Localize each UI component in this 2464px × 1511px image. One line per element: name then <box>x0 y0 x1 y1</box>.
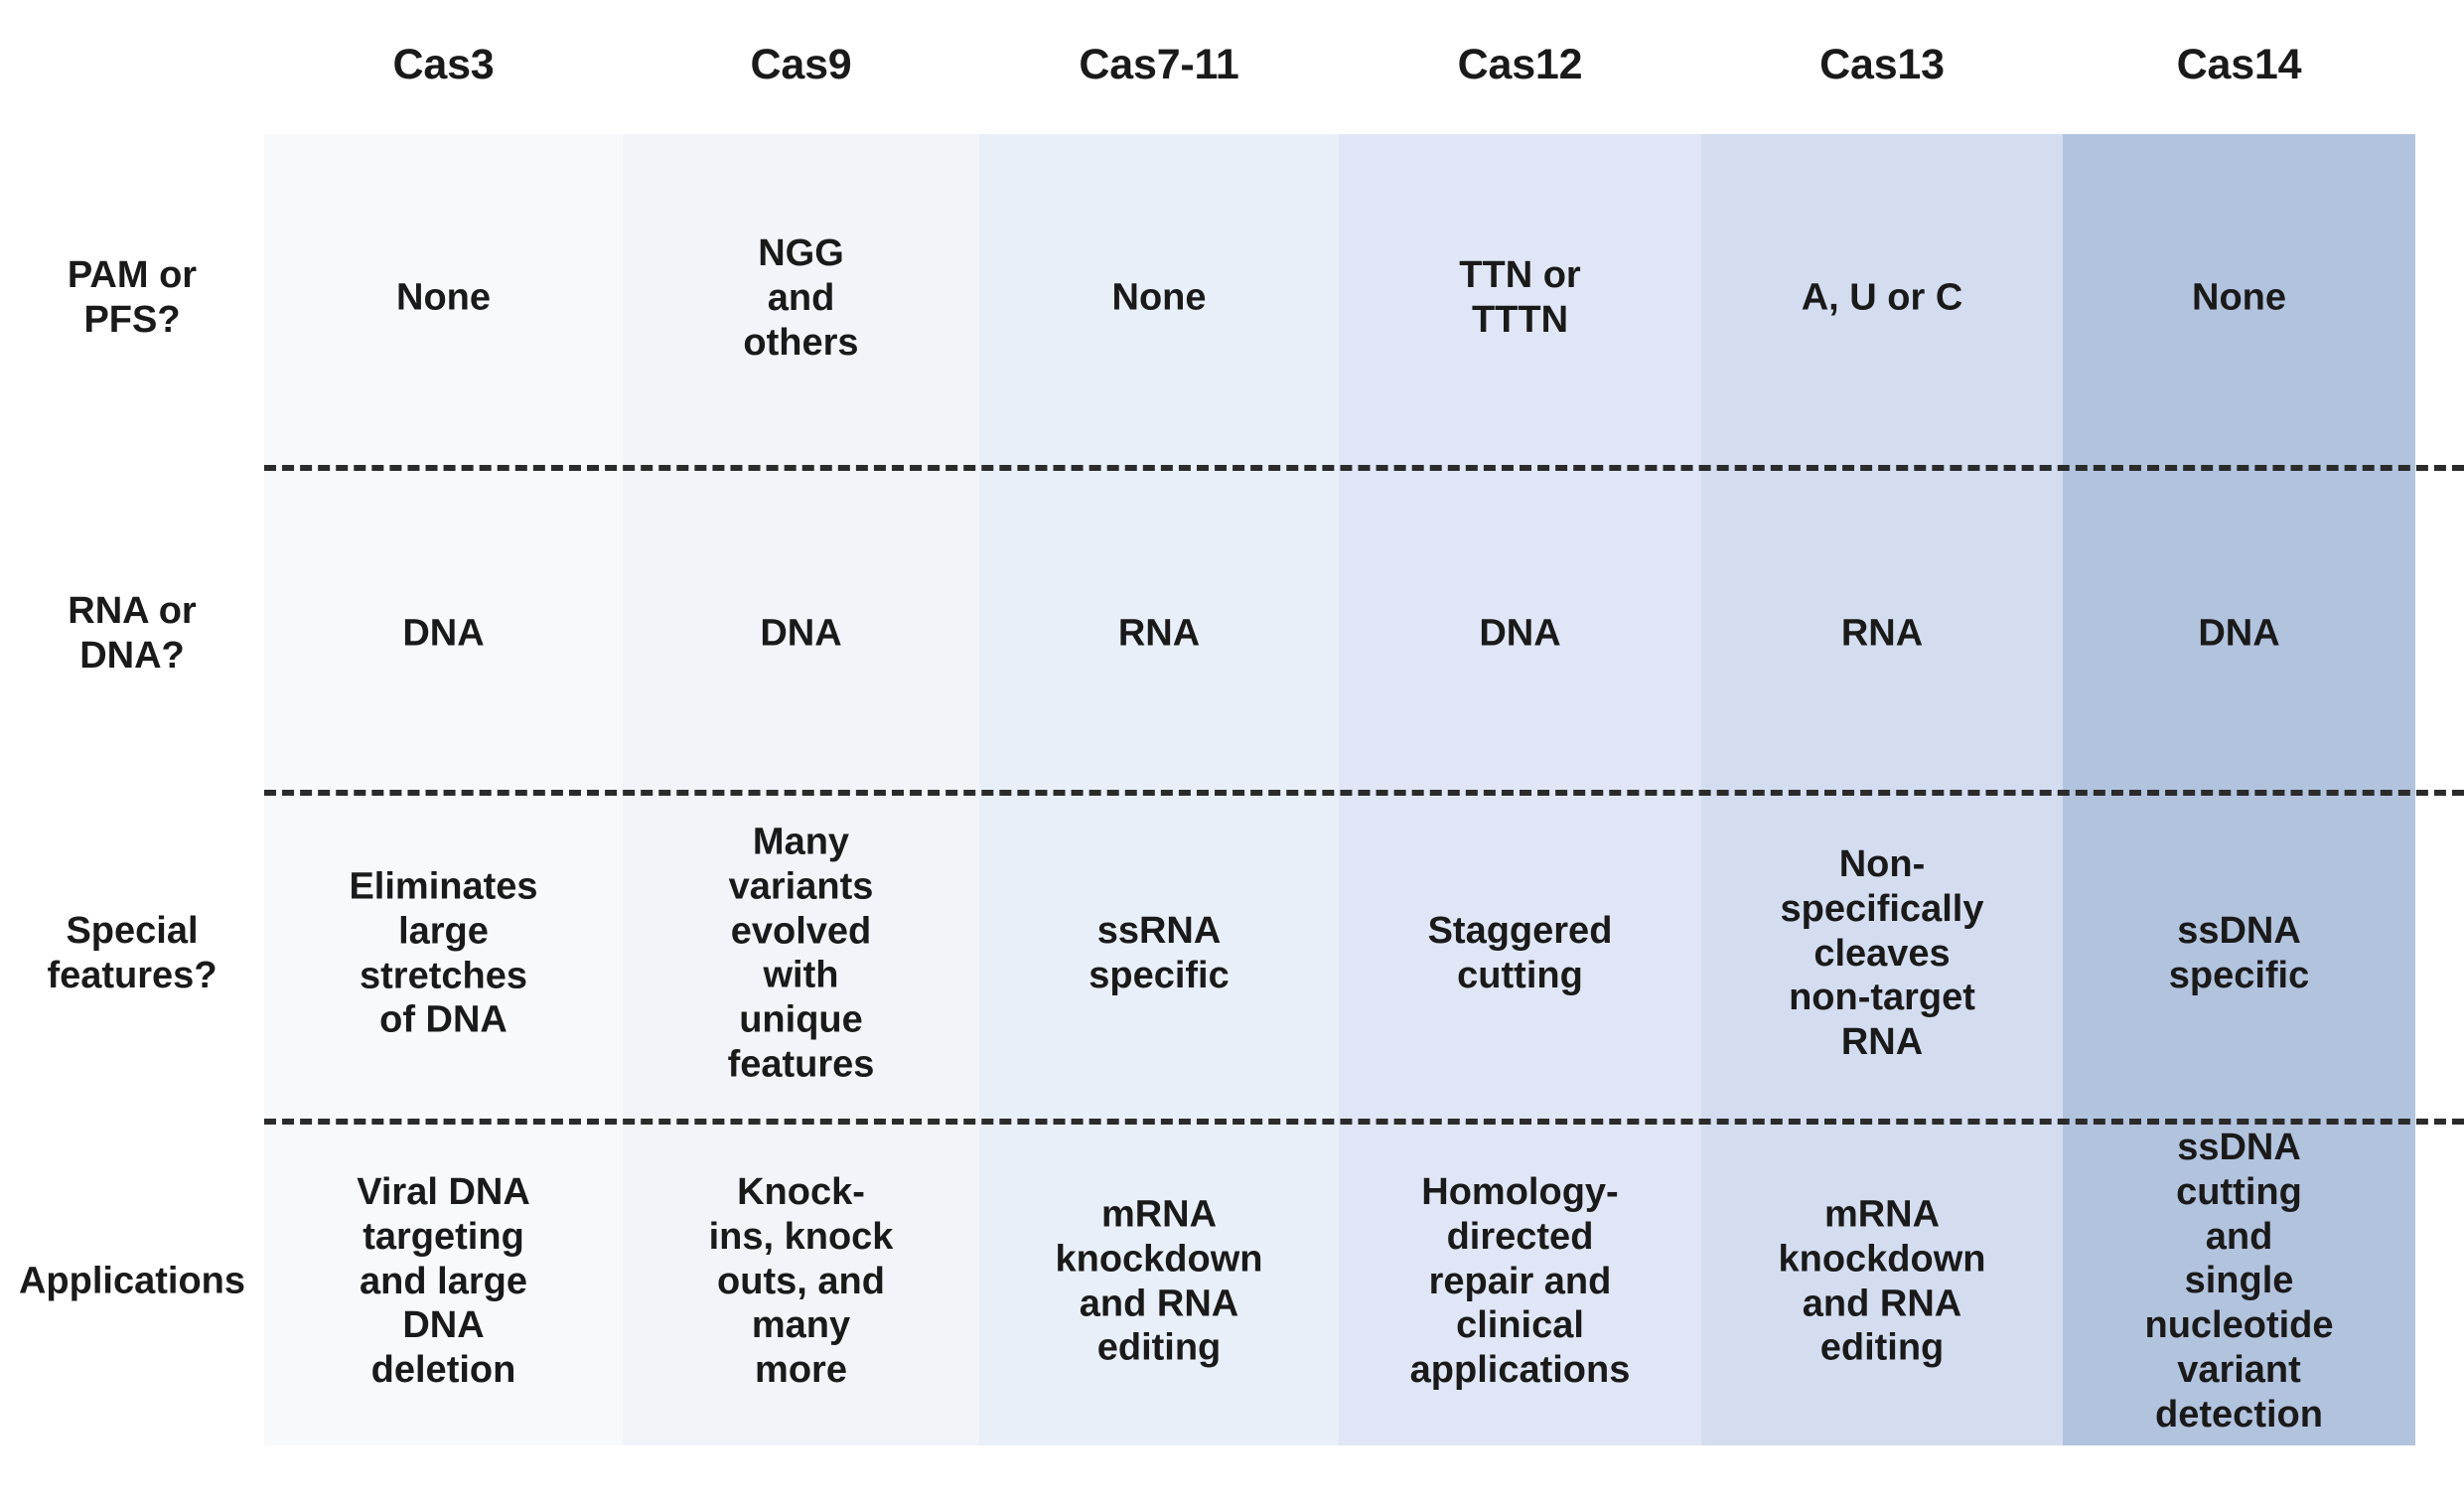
cell-pam-cas13: A, U or C <box>1801 276 1963 319</box>
row-separator-1 <box>264 465 2464 471</box>
cell-features-cas7-11: ssRNA specific <box>1088 910 1230 996</box>
row-separator-3 <box>264 1119 2464 1125</box>
row-separator-2 <box>264 790 2464 796</box>
cell-nucleic-cas7-11: RNA <box>1117 612 1201 655</box>
cell-nucleic-cas3: DNA <box>402 612 485 655</box>
cell-nucleic-cas9: DNA <box>760 612 842 655</box>
row-label-rna-or-dna: RNA or DNA? <box>68 590 197 677</box>
row-label-applications: Applications <box>18 1260 246 1302</box>
cell-pam-cas12: TTN or TTTN <box>1459 254 1581 341</box>
cell-applications-cas7-11: mRNA knockdown and RNA editing <box>1055 1193 1263 1369</box>
cell-applications-cas14: ssDNA cutting and single nucleotide vari… <box>2144 1127 2334 1436</box>
cell-features-cas13: Non- specifically cleaves non-target RNA <box>1780 842 1984 1064</box>
cell-applications-cas12: Homology- directed repair and clinical a… <box>1409 1170 1631 1392</box>
cell-nucleic-cas14: DNA <box>2198 612 2280 655</box>
cell-features-cas9: Many variants evolved with unique featur… <box>727 821 875 1086</box>
cell-applications-cas9: Knock- ins, knock outs, and many more <box>708 1170 894 1392</box>
cell-pam-cas3: None <box>396 276 491 319</box>
column-header-cas3: Cas3 <box>392 41 495 88</box>
cell-features-cas12: Staggered cutting <box>1427 910 1613 996</box>
cell-pam-cas9: NGG and others <box>743 231 859 364</box>
column-header-cas12: Cas12 <box>1457 41 1583 88</box>
cell-pam-cas14: None <box>2192 276 2286 319</box>
cell-applications-cas3: Viral DNA targeting and large DNA deleti… <box>357 1170 530 1392</box>
cell-applications-cas13: mRNA knockdown and RNA editing <box>1778 1193 1986 1369</box>
cell-nucleic-cas13: RNA <box>1840 612 1924 655</box>
cell-features-cas3: Eliminates large stretches of DNA <box>349 865 538 1041</box>
column-header-cas13: Cas13 <box>1819 41 1945 88</box>
cell-pam-cas7-11: None <box>1111 276 1207 319</box>
row-label-special-features: Special features? <box>47 910 217 996</box>
column-header-cas9: Cas9 <box>750 41 852 88</box>
column-header-cas7-11: Cas7-11 <box>1079 41 1239 88</box>
cell-nucleic-cas12: DNA <box>1479 612 1561 655</box>
row-label-pam-or-pfs: PAM or PFS? <box>67 254 198 341</box>
cell-features-cas14: ssDNA specific <box>2168 910 2310 996</box>
column-header-cas14: Cas14 <box>2176 41 2302 88</box>
